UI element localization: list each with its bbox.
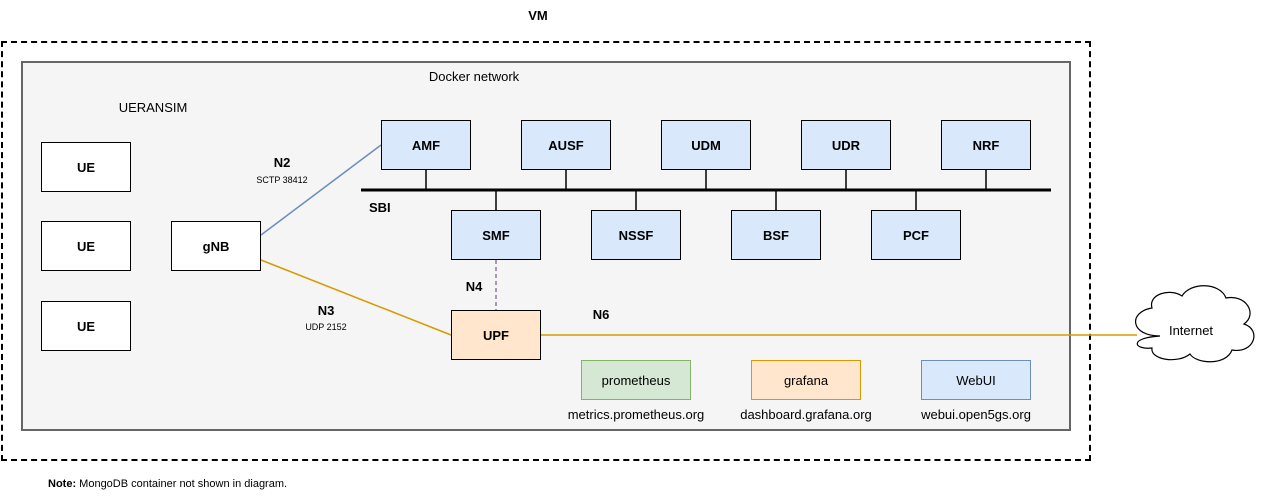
amf-node: AMF	[381, 120, 471, 170]
ausf-node: AUSF	[521, 120, 611, 170]
n2-protocol-label: SCTP 38412	[256, 175, 308, 185]
pcf-node: PCF	[871, 210, 961, 260]
footnote: Note: MongoDB container not shown in dia…	[48, 478, 287, 490]
udr-node: UDR	[801, 120, 891, 170]
vm-title: VM	[528, 8, 548, 23]
internet-label: Internet	[1168, 323, 1214, 338]
webui-url: webui.open5gs.org	[921, 407, 1031, 422]
footnote-text: MongoDB container not shown in diagram.	[76, 478, 288, 490]
n2-link	[260, 144, 382, 236]
internet-cloud-icon	[1134, 285, 1255, 363]
grafana-url: dashboard.grafana.org	[740, 407, 872, 422]
gnb-node: gNB	[171, 221, 261, 271]
n3-link	[260, 259, 452, 336]
n3-protocol-label: UDP 2152	[305, 322, 347, 332]
upf-node: UPF	[451, 310, 541, 360]
ueransim-label: UERANSIM	[118, 100, 188, 115]
n4-label: N4	[465, 279, 483, 294]
nssf-node: NSSF	[591, 210, 681, 260]
docker-network-label: Docker network	[428, 69, 520, 84]
n2-label: N2	[273, 155, 291, 170]
bsf-node: BSF	[731, 210, 821, 260]
prometheus-node: prometheus	[581, 360, 691, 400]
smf-node: SMF	[451, 210, 541, 260]
n6-label: N6	[592, 307, 610, 322]
ue-node-2: UE	[41, 221, 131, 271]
footnote-prefix: Note:	[48, 478, 77, 490]
ue-node-3: UE	[41, 301, 131, 351]
sbi-label: SBI	[369, 200, 391, 215]
ue-node-1: UE	[41, 142, 131, 192]
nrf-node: NRF	[941, 120, 1031, 170]
n3-label: N3	[317, 303, 335, 318]
prometheus-url: metrics.prometheus.org	[567, 407, 705, 422]
vm-boundary	[1, 41, 1091, 461]
webui-node: WebUI	[921, 360, 1031, 400]
grafana-node: grafana	[751, 360, 861, 400]
udm-node: UDM	[661, 120, 751, 170]
